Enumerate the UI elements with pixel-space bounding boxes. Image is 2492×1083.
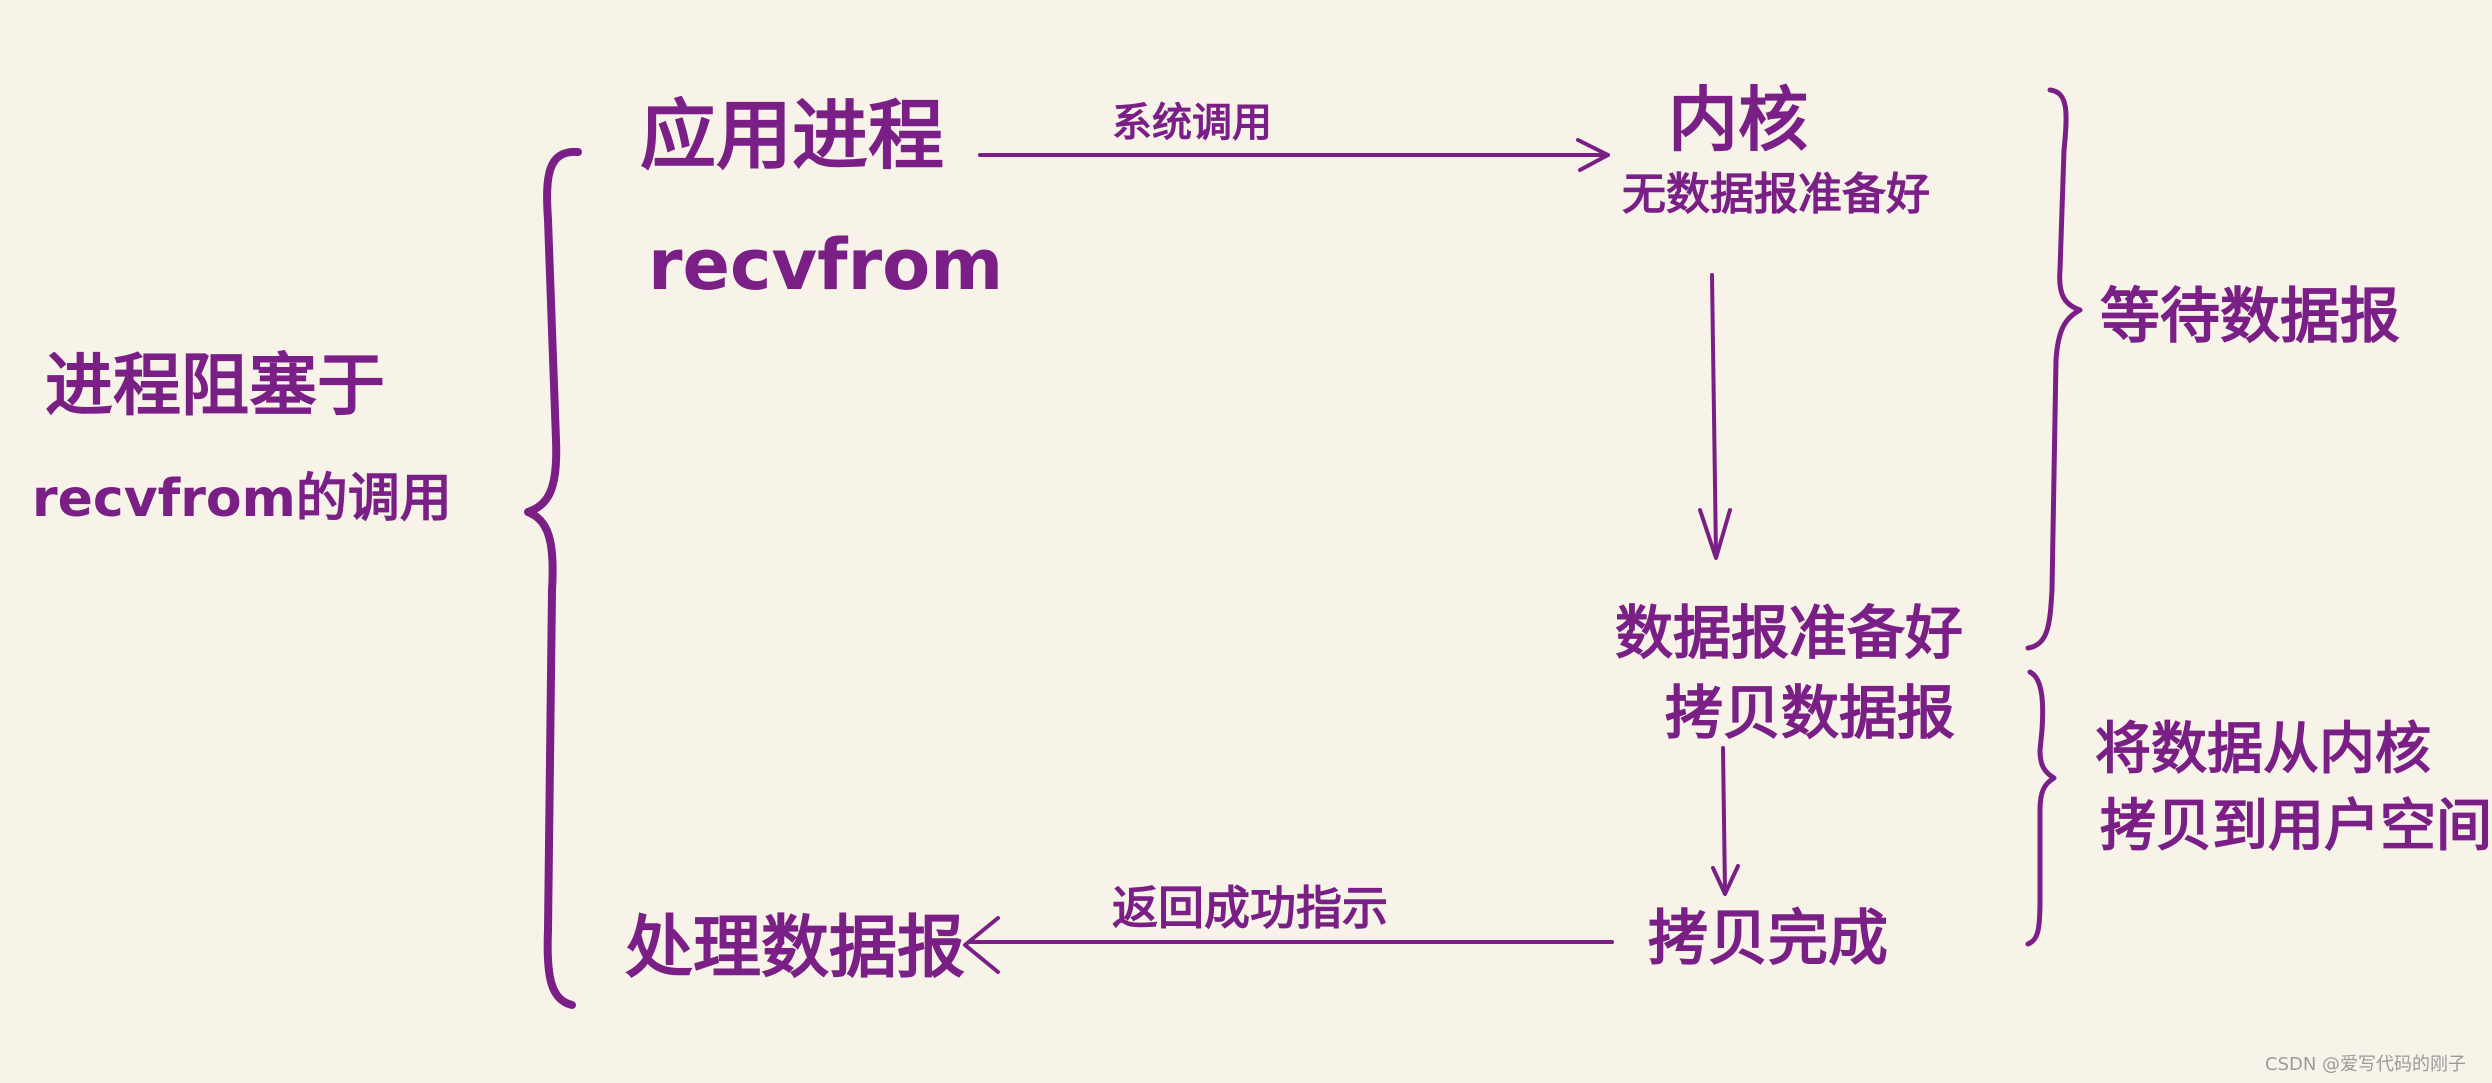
copy-arrow-line xyxy=(1721,746,1727,894)
kernel-title: 内核 xyxy=(1668,79,1808,161)
copy-datagram-label: 拷贝数据报 xyxy=(1665,679,1956,747)
kernel-status: 无数据报准备好 xyxy=(1622,169,1930,220)
app-recvfrom-label: recvfrom xyxy=(648,224,1004,306)
csdn-watermark: CSDN @爱写代码的刚子 xyxy=(2265,1054,2467,1075)
copy-brace xyxy=(2025,669,2057,947)
copy-to-user-line2: 拷贝到用户空间 xyxy=(2100,794,2492,859)
recvfrom-call-label: recvfrom的调用 xyxy=(32,469,452,529)
process-datagram-label: 处理数据报 xyxy=(625,909,966,988)
process-blocked-label: 进程阻塞于 xyxy=(45,347,386,426)
wait-brace xyxy=(2025,87,2083,651)
copy-to-user-line1: 将数据从内核 xyxy=(2095,717,2431,782)
datagram-ready-label: 数据报准备好 xyxy=(1615,599,1964,667)
copy-arrow-head xyxy=(1711,864,1740,896)
syscall-label: 系统调用 xyxy=(1112,100,1272,146)
wait-arrow-head xyxy=(1698,508,1732,560)
wait-datagram-label: 等待数据报 xyxy=(2100,282,2400,352)
return-arrow-head xyxy=(963,916,1000,974)
copy-done-label: 拷贝完成 xyxy=(1648,904,1888,974)
app-process-title: 应用进程 xyxy=(640,91,944,180)
left-brace xyxy=(524,147,582,1009)
syscall-arrow-head xyxy=(1576,138,1610,172)
wait-arrow-line xyxy=(1710,273,1718,557)
return-success-label: 返回成功指示 xyxy=(1112,881,1388,935)
